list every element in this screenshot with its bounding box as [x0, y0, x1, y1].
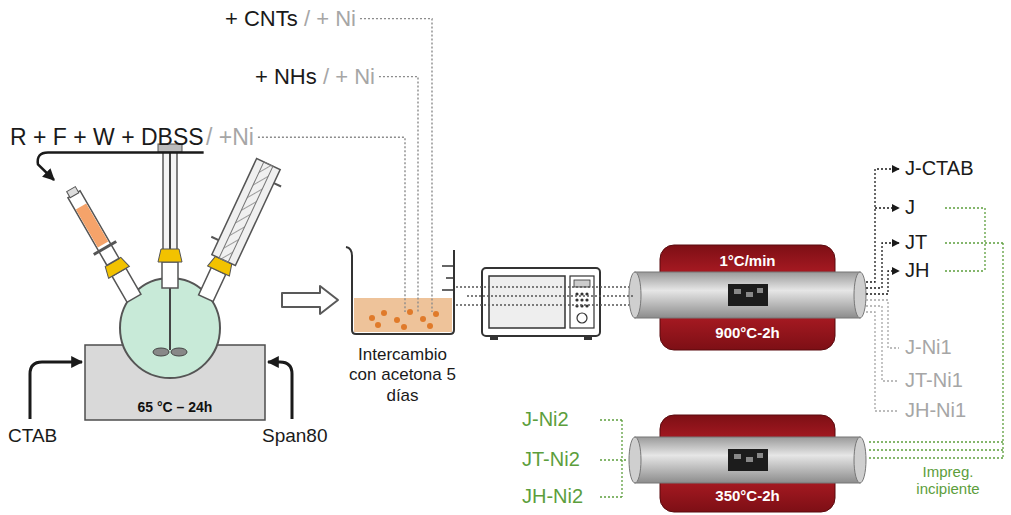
output-leaders	[866, 169, 899, 294]
temperature-text: 350°C-2h	[660, 487, 835, 505]
ramp-text: 1°C/min	[660, 252, 835, 270]
acetone-beaker: Intercambio con acetona 5 días	[340, 245, 465, 410]
feed-arrow	[30, 362, 82, 419]
additive-label: / + Ni	[323, 64, 375, 89]
tube-furnace-drawing	[629, 415, 866, 512]
feed-line	[258, 137, 405, 312]
surfactant-label: CTAB	[8, 425, 57, 447]
condenser	[187, 155, 288, 307]
beaker	[346, 247, 454, 334]
sample-label: JH-Ni1	[905, 399, 966, 422]
temperature-text: 900°C-2h	[660, 324, 835, 342]
sample-label: J-Ni1	[905, 336, 952, 359]
sample-label: JT-Ni2	[522, 448, 580, 471]
tube-furnace: 1°C/min 900°C-2h	[635, 245, 860, 350]
feed-arrow	[268, 362, 292, 419]
microwave	[482, 268, 600, 340]
output-leaders	[866, 300, 899, 411]
sample-label: J	[905, 196, 915, 219]
process-arrow	[282, 286, 338, 314]
sample-label: JT-Ni1	[905, 369, 963, 392]
additive-label: / +Ni	[206, 124, 254, 150]
condition-text: 65 °C – 24h	[85, 399, 265, 416]
reactor-bath: 65 °C – 24h	[85, 150, 280, 422]
feed-arrow	[38, 152, 204, 180]
sample-label: J-Ni2	[522, 408, 569, 431]
step-note: Impreg. incipiente	[898, 463, 998, 498]
impregnation-leaders	[600, 208, 1003, 497]
additive-label: / + Ni	[304, 6, 356, 31]
transfer-line	[467, 295, 633, 296]
sample-label: JT	[905, 231, 927, 254]
addition-funnel	[60, 183, 146, 305]
sample-label: J-CTAB	[905, 157, 974, 180]
feed-line	[360, 19, 432, 312]
stirrer	[153, 144, 187, 356]
tube-furnace: 350°C-2h	[635, 415, 860, 512]
tube-furnace-drawing	[629, 245, 866, 350]
feed-line	[379, 77, 418, 312]
sample-label: JH	[905, 259, 929, 282]
sample-label: JH-Ni2	[522, 485, 583, 508]
additive-label: + CNTs	[225, 6, 298, 31]
reagent-label: R + F + W + DBSS	[10, 124, 204, 150]
additive-label: + NHs	[255, 64, 317, 89]
surfactant-label: Span80	[262, 425, 328, 447]
step-caption: Intercambio con acetona 5 días	[346, 345, 459, 406]
